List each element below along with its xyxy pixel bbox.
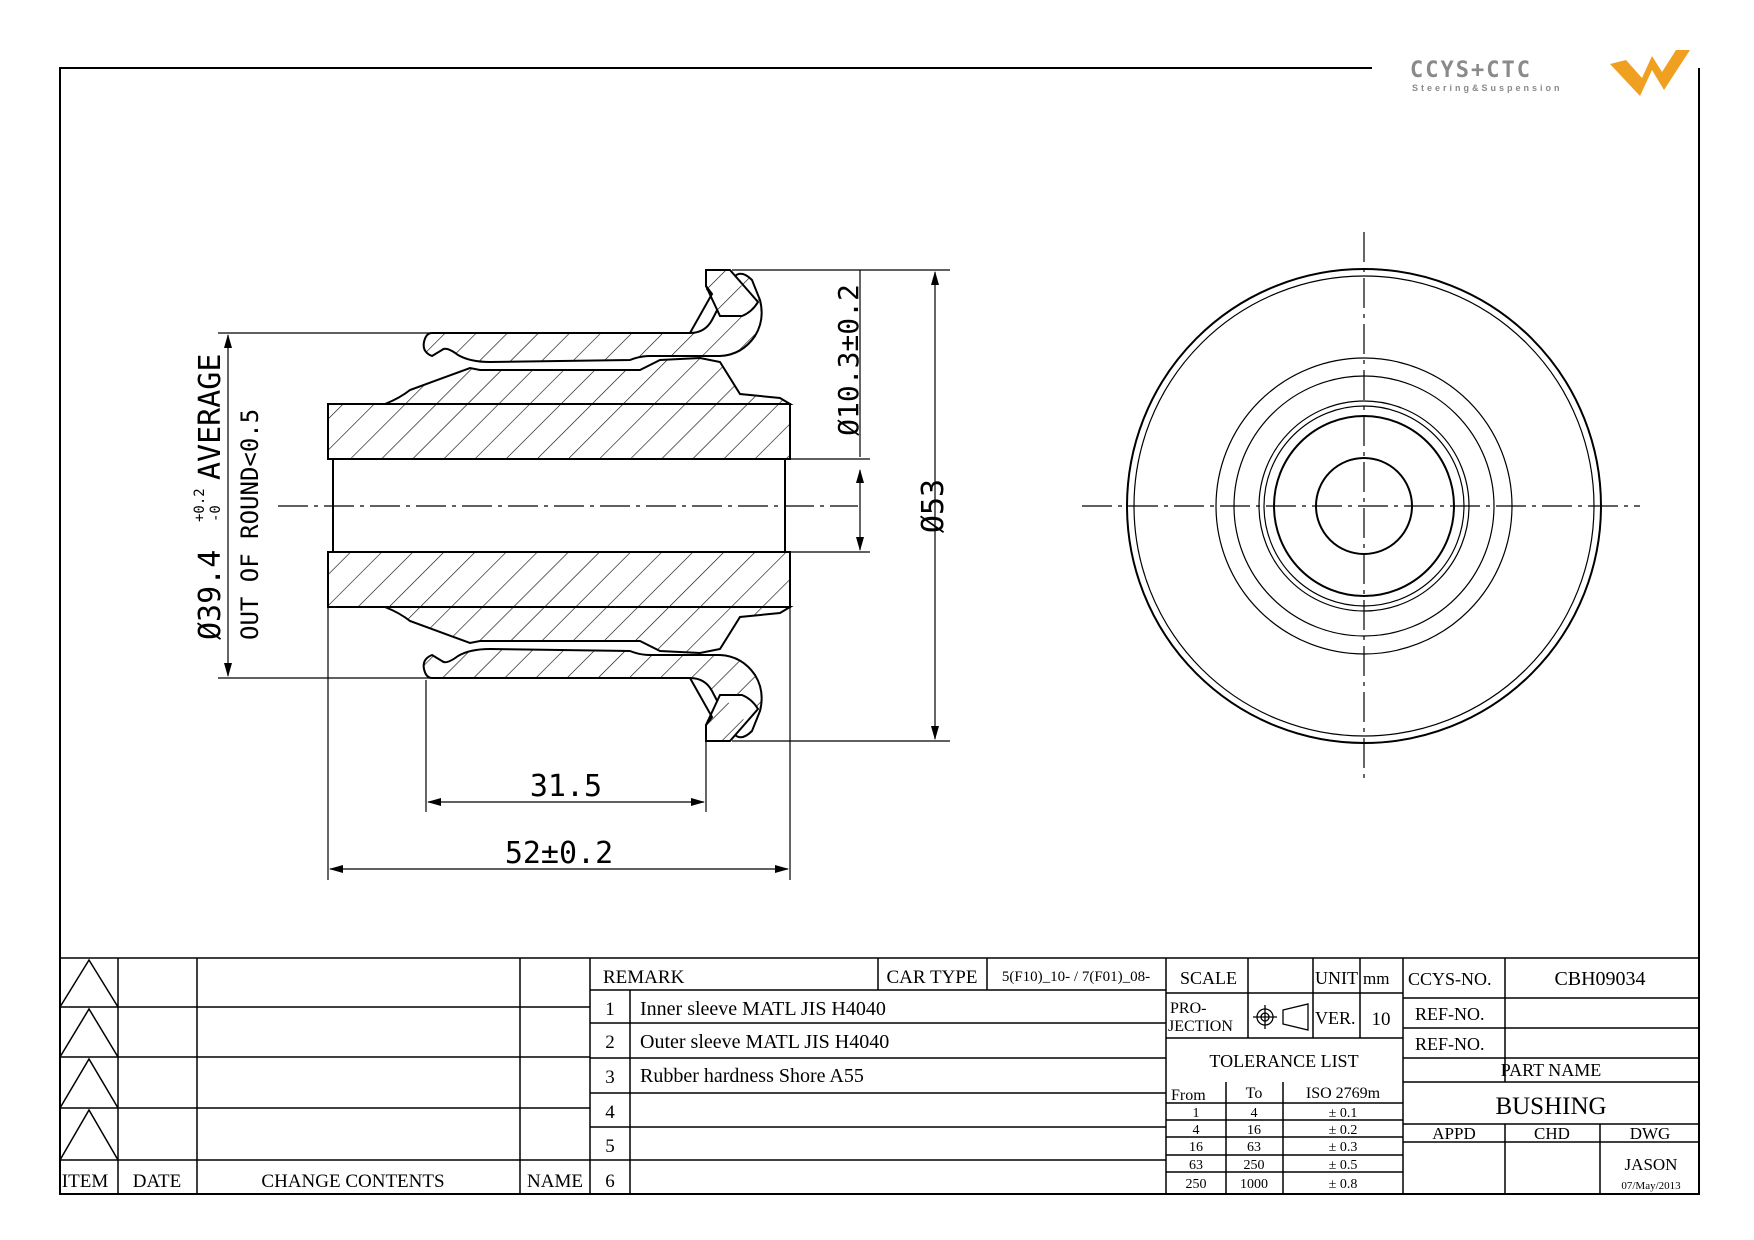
rev-header-date: DATE xyxy=(133,1171,182,1192)
remark-no: 4 xyxy=(605,1102,615,1123)
ccys-label: CCYS-NO. xyxy=(1408,969,1492,989)
chd-label: CHD xyxy=(1534,1124,1570,1143)
inner-sleeve-upper xyxy=(327,403,791,460)
tol-to: 250 xyxy=(1244,1158,1265,1173)
remark-text: Inner sleeve MATL JIS H4040 xyxy=(640,998,886,1020)
rubber-upper xyxy=(328,356,794,405)
tol-value: ± 0.8 xyxy=(1329,1177,1358,1192)
appd-label: APPD xyxy=(1432,1124,1475,1143)
tol-col-to: To xyxy=(1246,1085,1263,1102)
rubber-lower xyxy=(328,606,794,655)
remark-text: Outer sleeve MATL JIS H4040 xyxy=(640,1031,889,1053)
logo-tagline-text: Steering&Suspension xyxy=(1412,83,1563,93)
unit-label: UNIT xyxy=(1315,968,1358,988)
tol-from: 1 xyxy=(1193,1106,1200,1121)
tol-to: 63 xyxy=(1247,1140,1261,1155)
dim-outer-tol-lower: -0 xyxy=(208,505,224,522)
tol-from: 16 xyxy=(1189,1140,1203,1155)
outer-sleeve-upper xyxy=(422,272,763,364)
remark-no: 5 xyxy=(605,1136,615,1157)
tol-value: ± 0.3 xyxy=(1329,1140,1358,1155)
ver-value: 10 xyxy=(1372,1009,1391,1030)
revision-triangles xyxy=(59,958,119,1161)
part-name-label: PART NAME xyxy=(1501,1060,1601,1080)
logo-brand-text: CCYS+CTC xyxy=(1410,58,1532,83)
tol-from: 4 xyxy=(1193,1123,1200,1138)
company-logo: CCYS+CTC Steering&Suspension xyxy=(1410,50,1690,96)
ref-label-1: REF-NO. xyxy=(1415,1004,1485,1024)
projection-symbol-icon xyxy=(1253,1003,1309,1031)
tol-to: 16 xyxy=(1247,1123,1261,1138)
car-type-value: 5(F10)_10- / 7(F01)_08- xyxy=(1002,969,1150,985)
remark-no: 1 xyxy=(605,999,615,1020)
end-view xyxy=(1082,232,1640,780)
rev-header-item: ITEM xyxy=(62,1171,109,1192)
tol-col-from: From xyxy=(1171,1087,1206,1104)
ref-label-2: REF-NO. xyxy=(1415,1034,1485,1054)
outer-sleeve-lower xyxy=(422,647,763,739)
tol-value: ± 0.5 xyxy=(1329,1158,1358,1173)
projection-label-2: JECTION xyxy=(1168,1018,1233,1035)
rev-header-name: NAME xyxy=(527,1171,583,1192)
dim-outer-diameter: Ø39.4 xyxy=(193,550,228,640)
title-block-lines xyxy=(60,957,1699,1194)
dwg-label: DWG xyxy=(1630,1124,1671,1143)
tol-value: ± 0.1 xyxy=(1329,1106,1358,1121)
drawing-date: 07/May/2013 xyxy=(1621,1180,1681,1192)
tol-to: 4 xyxy=(1251,1106,1258,1121)
car-type-label: CAR TYPE xyxy=(887,967,978,988)
dimension-texts: Ø53 Ø10.3±0.2 Ø39.4 +0.2 -0 AVERAGE OUT … xyxy=(192,284,951,871)
tolerance-title: TOLERANCE LIST xyxy=(1209,1051,1358,1071)
dim-out-of-round: OUT OF ROUND<0.5 xyxy=(236,409,264,640)
remark-no: 6 xyxy=(605,1171,615,1192)
unit-value: mm xyxy=(1363,969,1389,988)
dim-outer-average: AVERAGE xyxy=(193,354,228,480)
tol-from: 250 xyxy=(1186,1177,1207,1192)
ccys-value: CBH09034 xyxy=(1554,968,1645,990)
ver-label: VER. xyxy=(1315,1008,1356,1028)
dim-inner-length: 31.5 xyxy=(530,769,602,804)
inner-sleeve-lower xyxy=(327,551,791,608)
dim-inner-diameter: Ø10.3±0.2 xyxy=(832,284,865,436)
section-view xyxy=(278,269,858,742)
tol-from: 63 xyxy=(1189,1158,1203,1173)
remark-text: Rubber hardness Shore A55 xyxy=(640,1065,864,1087)
logo-mark-icon xyxy=(1610,50,1690,96)
dwg-value: JASON xyxy=(1625,1155,1678,1174)
projection-label-1: PRO- xyxy=(1170,1000,1206,1017)
dim-flange-diameter: Ø53 xyxy=(916,479,951,533)
remark-header: REMARK xyxy=(603,967,685,988)
dim-overall-length: 52±0.2 xyxy=(505,836,613,871)
sheet-border xyxy=(59,67,1700,1195)
remark-no: 3 xyxy=(605,1067,615,1088)
rev-header-change: CHANGE CONTENTS xyxy=(261,1171,444,1192)
dim-outer-tol-upper: +0.2 xyxy=(192,488,208,522)
tol-col-std: ISO 2769m xyxy=(1306,1085,1381,1102)
dimension-lines xyxy=(218,269,950,880)
part-name-value: BUSHING xyxy=(1495,1093,1606,1120)
remark-no: 2 xyxy=(605,1032,615,1053)
tol-to: 1000 xyxy=(1240,1177,1268,1192)
scale-label: SCALE xyxy=(1180,968,1237,988)
tol-value: ± 0.2 xyxy=(1329,1123,1358,1138)
